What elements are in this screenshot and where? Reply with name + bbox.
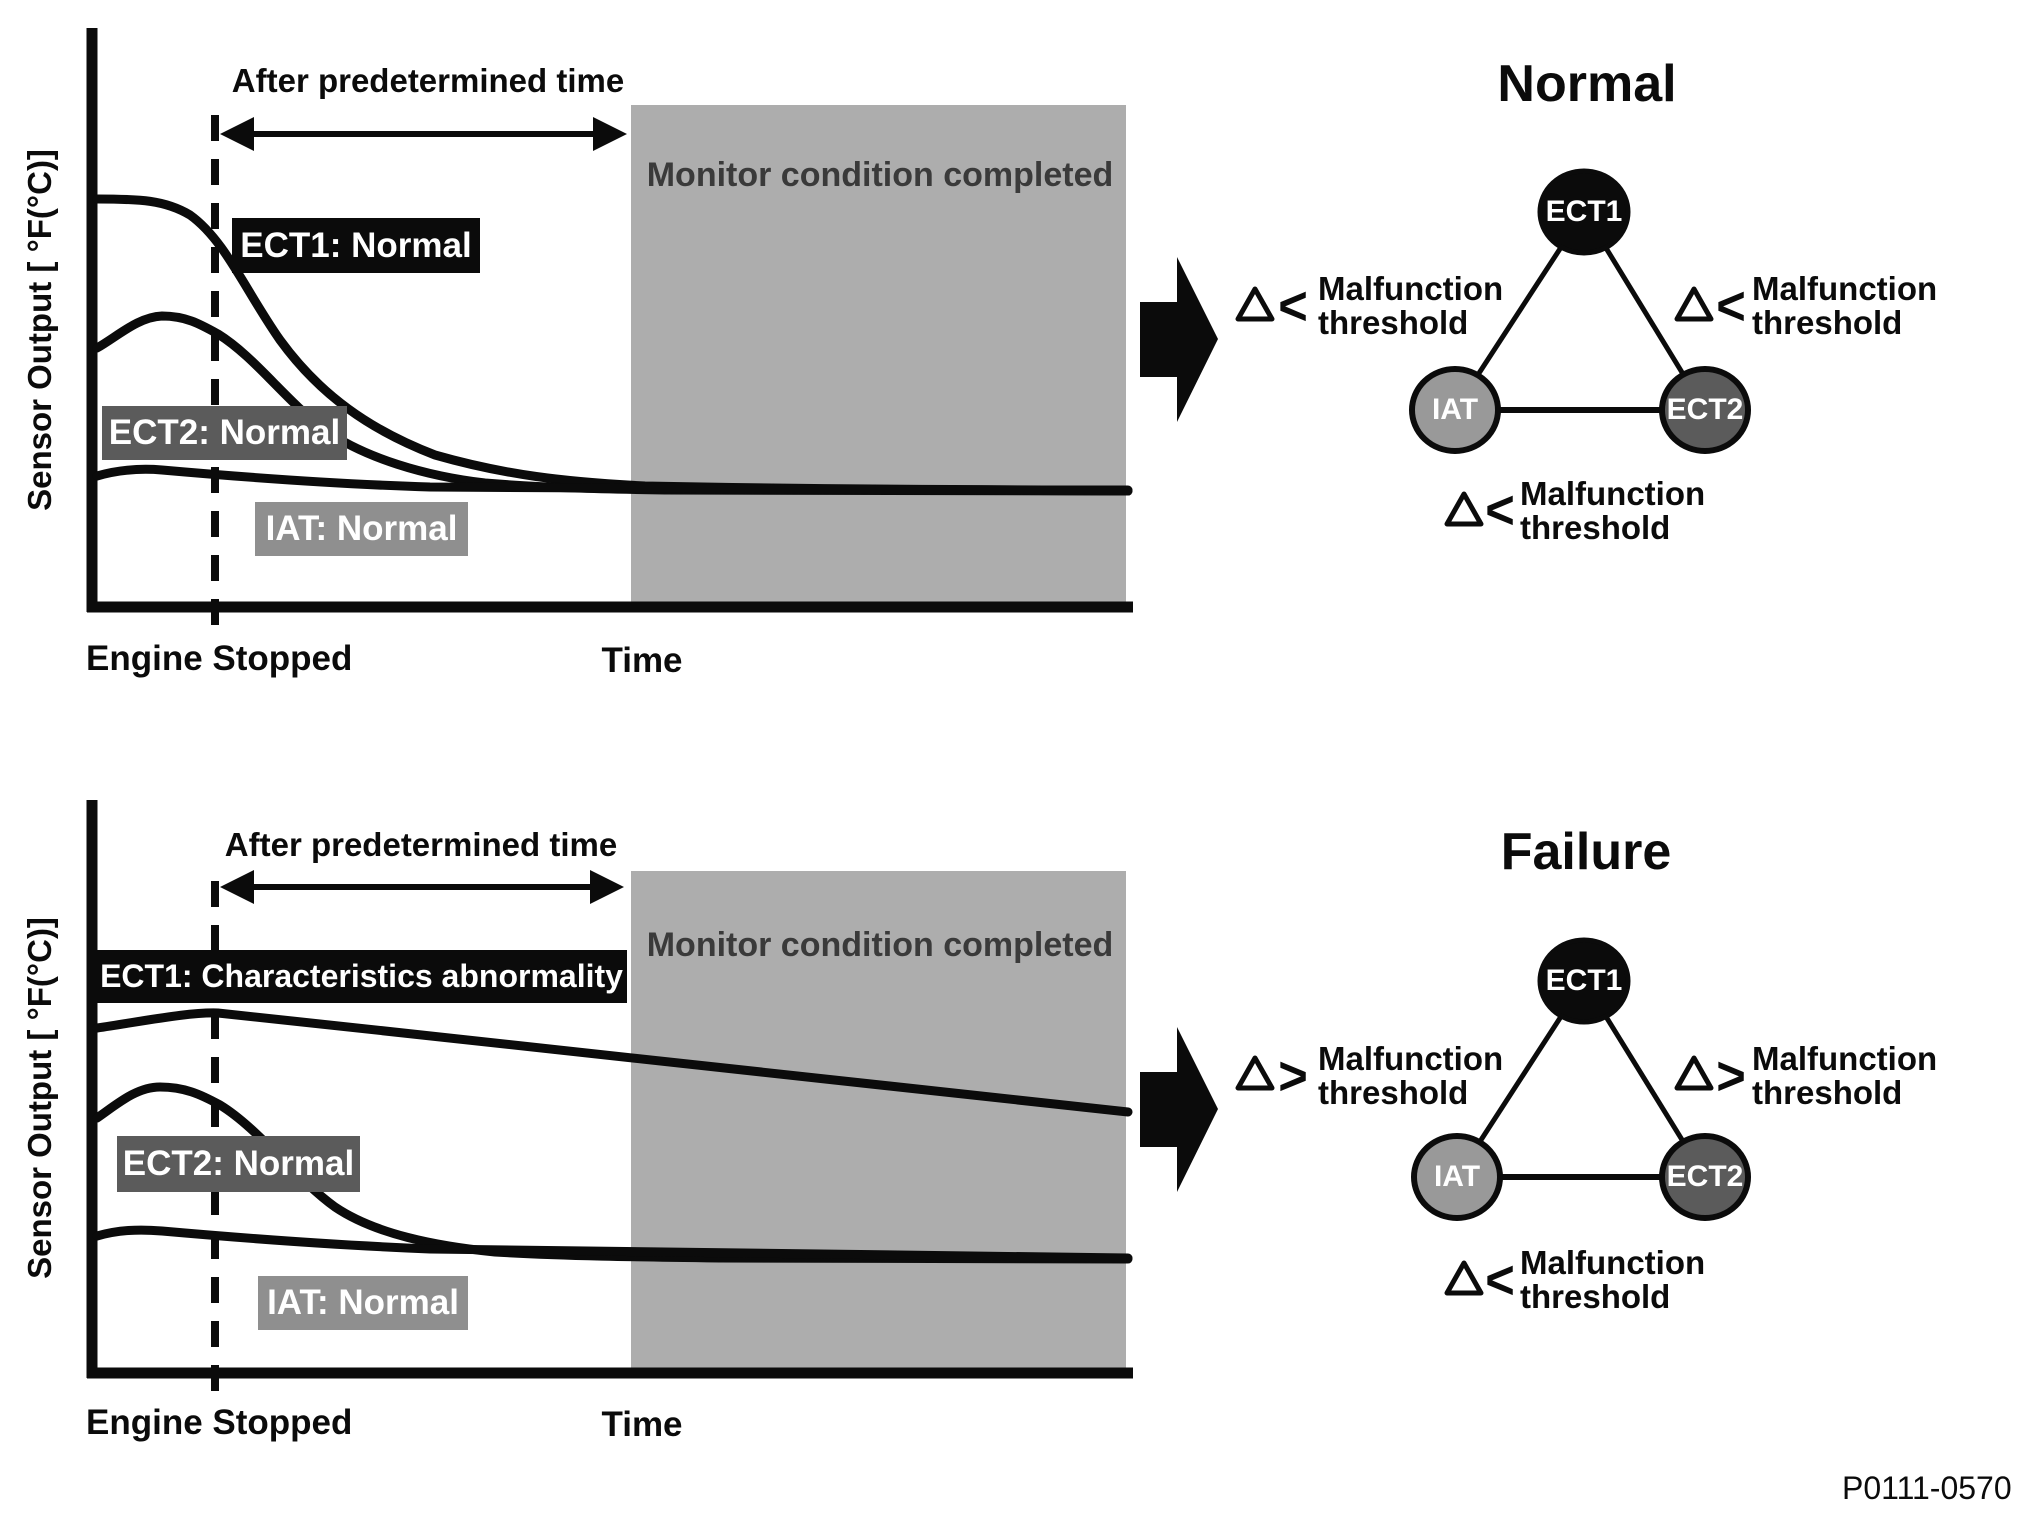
ect1-status-badge-top: ECT1: Normal: [232, 218, 480, 273]
arrowhead-right-icon: [590, 870, 624, 904]
monitor-region-bottom: [631, 871, 1126, 1368]
iat-node-failure: [1411, 1133, 1503, 1221]
ect1-curve-bottom: [92, 1008, 1133, 1117]
monitor-condition-label-bottom: Monitor condition completed: [646, 926, 1114, 964]
threshold-line2: threshold: [1752, 1074, 1903, 1111]
ect2-node-label-failure: ECT2: [1666, 1160, 1744, 1193]
delta-icon-failure-bottom: [1444, 1260, 1484, 1296]
time-label-bottom: Time: [601, 1405, 683, 1444]
arrowhead-left-icon: [220, 870, 254, 904]
threshold-line1: Malfunction: [1520, 475, 1706, 512]
threshold-line2: threshold: [1318, 304, 1469, 341]
ect1-node-label-normal: ECT1: [1545, 195, 1623, 228]
malfunction-threshold-label-failure-bottom: Malfunction threshold: [1520, 1246, 1705, 1314]
relation-symbol-failure-right: >: [1716, 1045, 1746, 1107]
threshold-line2: threshold: [1752, 304, 1903, 341]
ect2-node-failure: [1659, 1133, 1751, 1221]
threshold-line2: threshold: [1520, 509, 1671, 546]
iat-curve-bottom: [92, 1225, 1133, 1263]
threshold-line1: Malfunction: [1752, 1040, 1938, 1077]
threshold-line1: Malfunction: [1520, 1244, 1706, 1281]
y-axis-label-top: Sensor Output [ °F(°C)]: [21, 149, 58, 511]
ect2-status-badge-bottom: ECT2: Normal: [117, 1136, 360, 1192]
figure-code: P0111-0570: [1842, 1470, 2012, 1506]
delta-icon-normal-bottom: [1444, 491, 1484, 527]
relation-symbol-normal-bottom: <: [1485, 479, 1515, 541]
relation-symbol-failure-bottom: <: [1485, 1249, 1515, 1311]
time-label-top: Time: [601, 641, 683, 680]
relation-symbol-failure-left: >: [1278, 1045, 1308, 1107]
monitor-condition-label-top: Monitor condition completed: [646, 156, 1114, 194]
monitor-region-top: [631, 105, 1126, 602]
arrowhead-left-icon: [220, 117, 254, 151]
iat-curve-top: [92, 464, 1133, 496]
malfunction-threshold-label-failure-left: Malfunction threshold: [1318, 1042, 1503, 1110]
failure-title: Failure: [1500, 823, 1672, 881]
ect1-node-normal: [1537, 168, 1631, 256]
ect2-node-label-normal: ECT2: [1666, 393, 1744, 426]
iat-node-label-failure: IAT: [1433, 1160, 1481, 1193]
ect1-status-badge-bottom: ECT1: Characteristics abnormality: [96, 950, 627, 1003]
threshold-line1: Malfunction: [1318, 270, 1504, 307]
normal-title: Normal: [1497, 55, 1677, 113]
block-arrow-right-icon-top: [1140, 257, 1218, 422]
delta-icon-failure-left: [1235, 1055, 1275, 1091]
iat-node-normal: [1409, 366, 1501, 454]
threshold-line2: threshold: [1520, 1278, 1671, 1315]
after-predetermined-time-label-bottom: After predetermined time: [224, 826, 618, 863]
block-arrow-right-icon-bottom: [1140, 1027, 1218, 1192]
malfunction-threshold-label-failure-right: Malfunction threshold: [1752, 1042, 1937, 1110]
ect2-status-badge-top: ECT2: Normal: [102, 406, 347, 460]
iat-node-label-normal: IAT: [1431, 393, 1479, 426]
iat-status-badge-bottom: IAT: Normal: [258, 1276, 468, 1330]
malfunction-threshold-label-normal-left: Malfunction threshold: [1318, 272, 1503, 340]
threshold-line1: Malfunction: [1752, 270, 1938, 307]
ect1-node-label-failure: ECT1: [1545, 964, 1623, 997]
y-axis-label-bottom: Sensor Output [ °F(°C)]: [21, 917, 58, 1279]
threshold-line1: Malfunction: [1318, 1040, 1504, 1077]
iat-status-badge-top: IAT: Normal: [255, 502, 468, 556]
threshold-line2: threshold: [1318, 1074, 1469, 1111]
relation-symbol-normal-right: <: [1716, 275, 1746, 337]
delta-icon-normal-right: [1674, 286, 1714, 322]
malfunction-threshold-label-normal-right: Malfunction threshold: [1752, 272, 1937, 340]
delta-icon-normal-left: [1235, 286, 1275, 322]
ect2-node-normal: [1659, 366, 1751, 454]
delta-icon-failure-right: [1674, 1055, 1714, 1091]
after-predetermined-time-label-top: After predetermined time: [231, 62, 625, 99]
engine-stopped-label-bottom: Engine Stopped: [86, 1403, 353, 1442]
ect1-node-failure: [1537, 937, 1631, 1025]
arrowhead-right-icon: [593, 117, 627, 151]
engine-stopped-label-top: Engine Stopped: [86, 639, 353, 678]
relation-symbol-normal-left: <: [1278, 275, 1308, 337]
ect2-curve-bottom: [92, 1082, 1133, 1264]
malfunction-threshold-label-normal-bottom: Malfunction threshold: [1520, 477, 1705, 545]
